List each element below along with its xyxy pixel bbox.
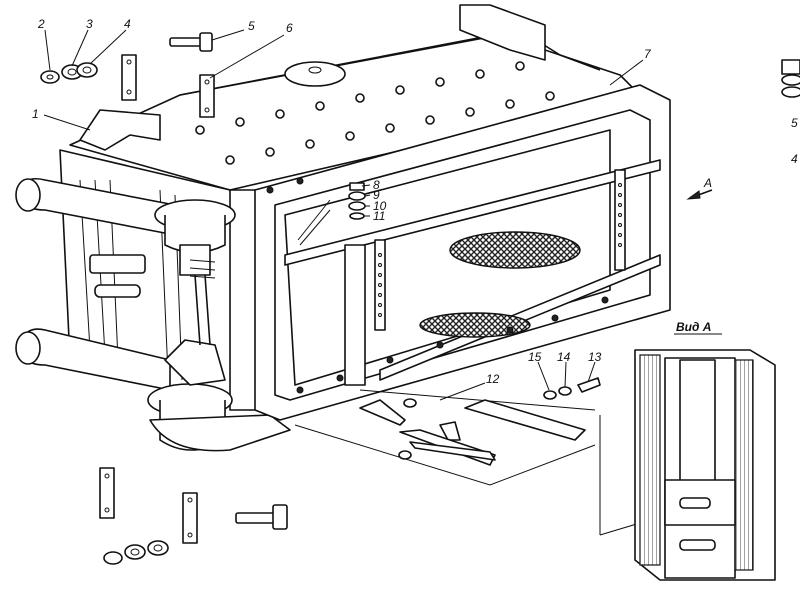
bottom-nut-washers [103, 540, 169, 565]
lower-mesh-opening [419, 312, 531, 338]
front-frame [254, 84, 671, 421]
callout-labels: 2 3 4 5 6 1 7 8 9 10 11 12 15 14 13 A 5 … [32, 17, 798, 386]
hardware-13-15 [543, 377, 601, 400]
callout-12: 12 [486, 372, 500, 386]
upper-mesh-opening [449, 231, 581, 269]
leader-lines [43, 29, 644, 401]
right-edge-hardware [781, 59, 800, 98]
callout-9: 9 [373, 188, 380, 202]
callout-right-4: 4 [791, 152, 798, 166]
upper-pipe [15, 177, 236, 276]
loose-nut-2 [40, 70, 60, 84]
callout-right-5: 5 [791, 116, 798, 130]
callout-6: 6 [286, 21, 293, 35]
top-rivets [195, 61, 555, 165]
callout-2: 2 [37, 17, 45, 31]
callout-8: 8 [373, 178, 380, 192]
flat-washer-4 [76, 62, 98, 78]
callout-3: 3 [86, 17, 93, 31]
bolt-5 [169, 32, 213, 52]
callout-7: 7 [644, 47, 652, 61]
callout-4: 4 [124, 17, 131, 31]
lower-pipe [15, 328, 291, 452]
bracket-group-12 [294, 389, 596, 486]
callout-A: A [703, 176, 712, 190]
top-bracket [79, 4, 546, 151]
callout-15: 15 [528, 350, 542, 364]
adjust-holes [378, 183, 622, 317]
bottom-bolt [235, 504, 288, 530]
filler-cap [284, 61, 346, 87]
view-a-title: Вид А [676, 320, 711, 334]
callout-13: 13 [588, 350, 602, 364]
callout-11: 11 [373, 209, 385, 223]
strap-plate-top-left [121, 54, 137, 101]
callout-5: 5 [248, 19, 255, 33]
callout-1: 1 [32, 107, 39, 121]
view-a-arrow [686, 189, 713, 200]
tie-rods [189, 259, 216, 346]
frame-rivets [266, 177, 609, 394]
view-a-detail [634, 349, 776, 581]
callout-10: 10 [373, 199, 387, 213]
callout-14: 14 [557, 350, 571, 364]
strap-plate-6 [199, 74, 215, 118]
bottom-strap-plates [99, 467, 198, 544]
